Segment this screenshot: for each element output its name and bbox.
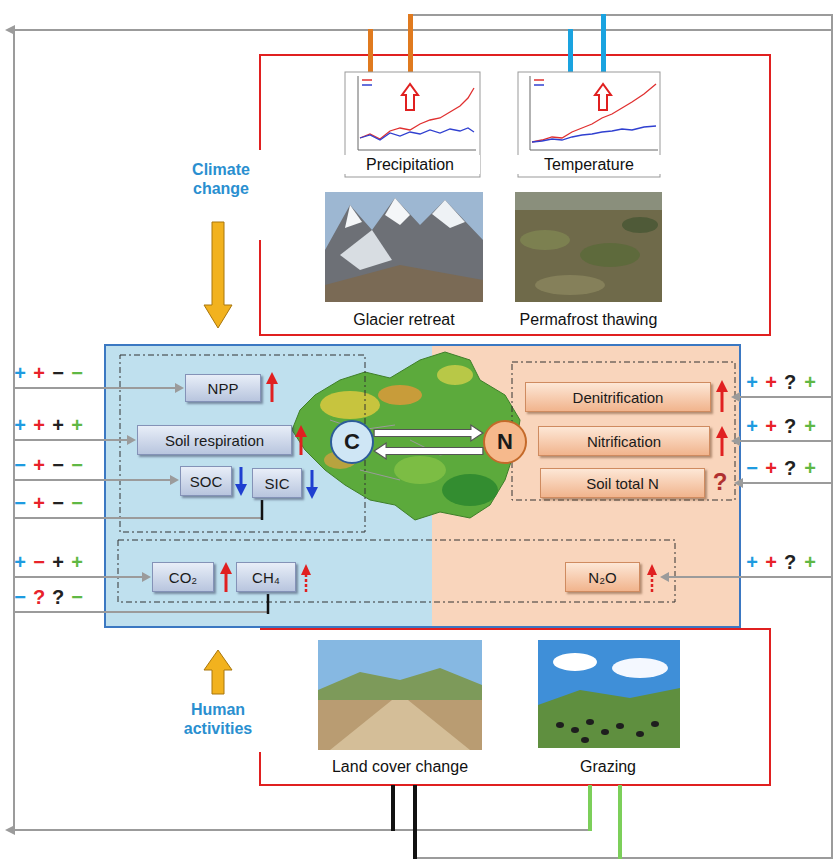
effect-sign: − (49, 362, 67, 384)
node-label: CO₂ (169, 569, 197, 586)
effect-sign: ? (781, 371, 799, 393)
node-label: C (344, 429, 360, 455)
node-label: N₂O (588, 569, 616, 586)
effect-sign: + (11, 362, 29, 384)
effect-sign: + (30, 414, 48, 436)
gas-box: CO₂ (152, 562, 214, 592)
effect-sign: − (49, 492, 67, 514)
pool-box: Soil total N (540, 468, 705, 498)
node-label: SIC (264, 475, 289, 492)
effect-sign: ? (49, 586, 67, 608)
effect-sign: + (743, 371, 761, 393)
panel-caption: Permafrost thawing (501, 310, 676, 329)
node-label: CH₄ (252, 569, 280, 586)
carbon-circle: C (330, 420, 374, 464)
effect-sign: + (762, 371, 780, 393)
panel-caption: Precipitation (340, 155, 480, 174)
effect-sign: + (762, 457, 780, 479)
effect-sign: + (801, 551, 819, 573)
flow-arrow (374, 443, 483, 459)
effect-sign: − (68, 492, 86, 514)
effect-sign: + (801, 371, 819, 393)
effect-sign: + (30, 454, 48, 476)
panel-caption: Temperature (515, 155, 663, 174)
effect-sign: − (49, 454, 67, 476)
nitrogen-circle: N (483, 420, 527, 464)
effect-sign: − (68, 454, 86, 476)
effect-sign: + (743, 415, 761, 437)
effect-sign: ? (781, 415, 799, 437)
effect-sign: ? (781, 551, 799, 573)
effect-sign: + (801, 457, 819, 479)
node-label: SOC (190, 473, 223, 490)
effect-sign: + (49, 414, 67, 436)
pool-box: SOC (180, 466, 232, 496)
process-box: NPP (185, 374, 261, 402)
node-label: NPP (208, 380, 239, 397)
pool-box: SIC (252, 468, 302, 498)
panel-caption: Glacier retreat (319, 310, 489, 329)
effect-sign: − (743, 457, 761, 479)
node-label: Nitrification (587, 433, 661, 450)
effect-sign: + (801, 415, 819, 437)
process-box: Nitrification (538, 426, 710, 456)
effect-sign: + (762, 551, 780, 573)
effect-sign: − (11, 586, 29, 608)
node-label: Soil total N (586, 475, 659, 492)
process-box: Soil respiration (137, 425, 292, 455)
panel-caption: Land cover change (310, 757, 490, 776)
effect-sign: − (11, 454, 29, 476)
flow-arrow (374, 425, 483, 441)
effect-sign: + (743, 551, 761, 573)
effect-sign: − (30, 551, 48, 573)
effect-sign: ? (781, 457, 799, 479)
effect-sign: − (11, 492, 29, 514)
effect-sign: + (11, 551, 29, 573)
effect-sign: − (68, 362, 86, 384)
node-label: N (497, 429, 513, 455)
process-box: Denitrification (525, 382, 711, 412)
unknown-mark: ? (710, 468, 730, 496)
effect-sign: + (49, 551, 67, 573)
effect-sign: + (30, 362, 48, 384)
gas-box: CH₄ (236, 562, 296, 592)
node-label: Denitrification (573, 389, 664, 406)
node-label: Soil respiration (165, 432, 264, 449)
human-panel: Human activitiesLand cover changeGrazing (260, 629, 770, 785)
panel-heading: Climate change (185, 160, 257, 198)
panel-heading: Human activities (178, 700, 258, 738)
panel-caption: Grazing (538, 757, 678, 776)
effect-sign: + (11, 414, 29, 436)
gas-box: N₂O (565, 562, 640, 592)
effect-sign: + (68, 414, 86, 436)
effect-sign: + (68, 551, 86, 573)
effect-sign: + (30, 492, 48, 514)
effect-sign: + (762, 415, 780, 437)
effect-sign: ? (30, 586, 48, 608)
effect-sign: − (68, 586, 86, 608)
climate-panel: Climate changePrecipitationTemperatureGl… (260, 55, 770, 335)
